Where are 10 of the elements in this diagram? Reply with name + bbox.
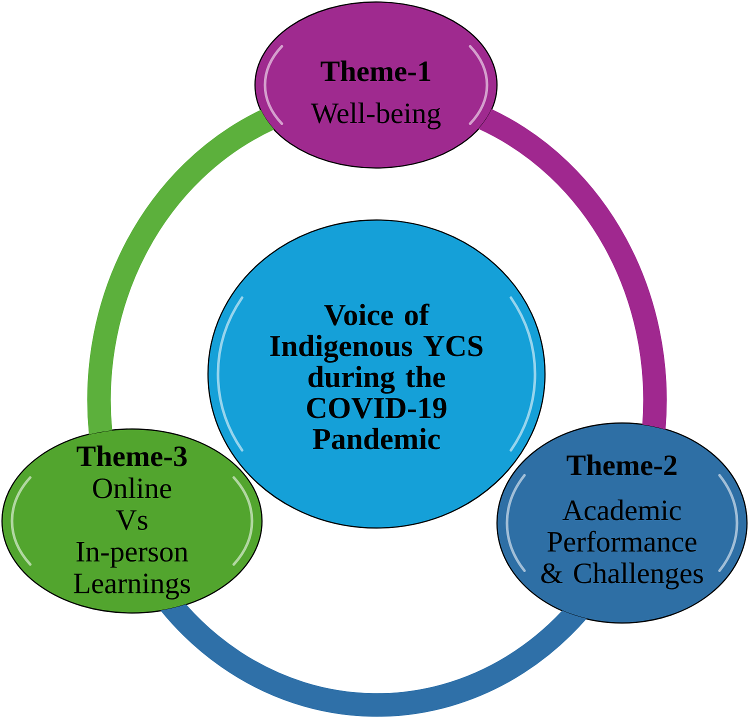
text-label: Academic Performance & Challenges: [541, 500, 703, 590]
heading: Theme-3: [76, 446, 187, 466]
text-label: Well-being: [310, 102, 441, 130]
ring-segment: [160, 604, 586, 717]
text-label: Online Vs In-person Learnings: [74, 478, 190, 600]
heading: Theme-2: [566, 454, 676, 476]
center-text: Voice of Indigenous YCS during the COVID-19 Pandemic: [270, 304, 482, 450]
heading: Theme-1: [320, 60, 430, 82]
ring-segment: [478, 109, 667, 430]
ring-segment: [87, 110, 274, 434]
